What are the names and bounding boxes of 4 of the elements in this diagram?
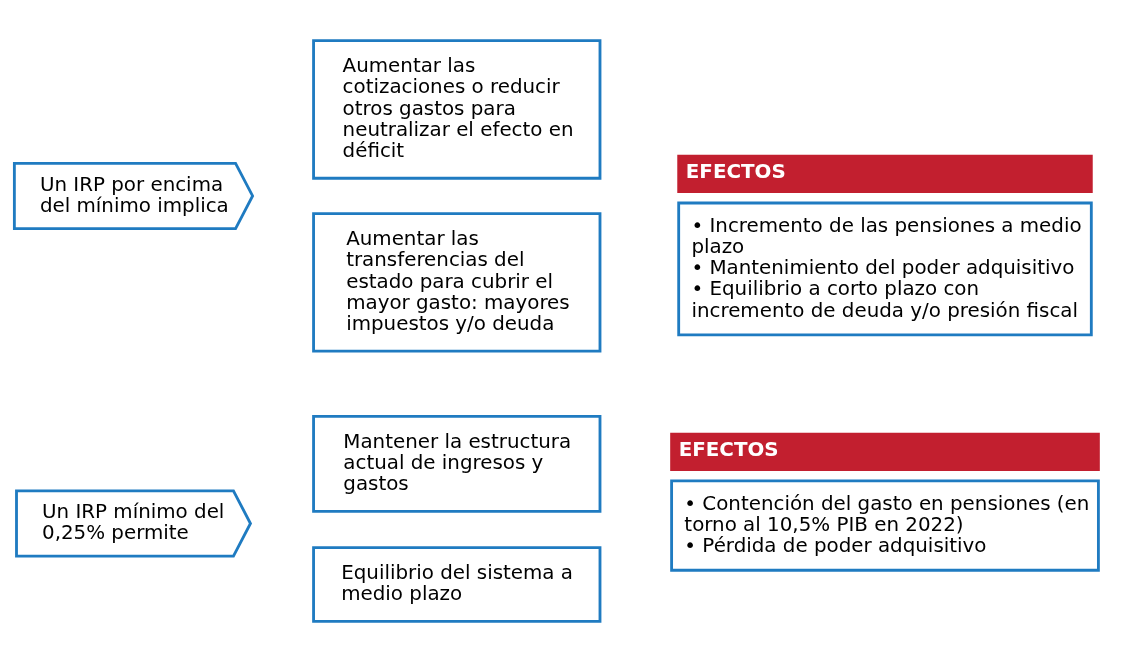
node-box: Mantener la estructura actual de ingresos y gastos [312,415,602,513]
node-box: Equilibrio del sistema a medio plazo [312,546,602,623]
node-box: Aumentar las cotizaciones o reducir otros gastos para neutralizar el efecto en déficit [312,39,602,180]
node-box: Aumentar las transferencias del estado para cubrir el mayor gasto: mayores impuestos y/o deuda [312,212,602,353]
